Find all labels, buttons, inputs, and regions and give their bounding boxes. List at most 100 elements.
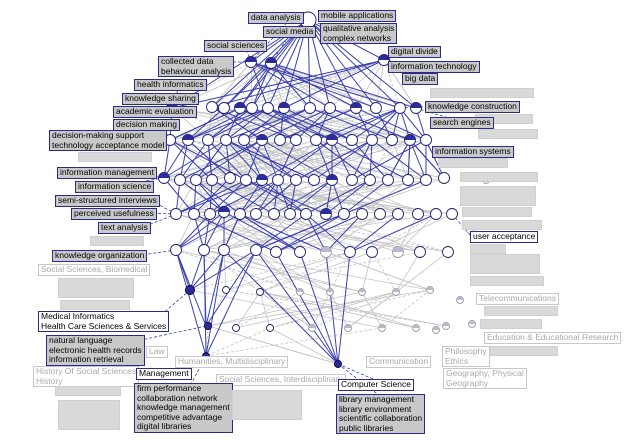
node-circle (250, 208, 262, 220)
gray-edge (381, 289, 431, 329)
node-fill-top (308, 324, 316, 328)
gray-edge (255, 213, 291, 251)
lattice-node (404, 134, 416, 146)
blue-edge (239, 213, 301, 253)
label-gray-21 (58, 400, 120, 430)
blue-edge (205, 249, 225, 357)
blue-edge (209, 179, 247, 215)
gray-edge (311, 291, 397, 329)
gray-edge (193, 213, 449, 253)
lattice-node (392, 288, 400, 296)
gray-edge (207, 289, 227, 327)
blue-edge (179, 179, 225, 213)
lattice-node (412, 324, 420, 332)
blue-edge (245, 179, 327, 215)
label-information-management: information management (57, 167, 158, 179)
blue-edge (349, 213, 437, 253)
lattice-node (366, 134, 378, 146)
label-gray-11 (470, 244, 506, 254)
gray-edge (203, 213, 275, 251)
blue-edge (331, 107, 401, 141)
gray-edge (169, 139, 231, 179)
gray-edge (273, 179, 315, 215)
gray-edge (175, 213, 195, 251)
node-circle (382, 174, 394, 186)
node-circle (232, 324, 240, 332)
gray-edge (229, 139, 333, 179)
lattice-node (378, 54, 390, 66)
gray-edge (251, 59, 385, 109)
lattice-node (382, 174, 394, 186)
gray-edge (315, 107, 377, 141)
gray-edge (207, 325, 339, 365)
blue-edge (261, 179, 307, 215)
blue-edge (250, 61, 377, 109)
gray-edge (175, 249, 363, 293)
blue-edge (407, 139, 411, 181)
node-circle (274, 134, 286, 146)
blue-edge (331, 139, 353, 181)
blue-edge (195, 179, 241, 215)
node-circle (266, 324, 274, 332)
label-knowledge-sharing: knowledge sharing (122, 93, 199, 105)
gray-edge (259, 291, 417, 329)
label-gray-7 (460, 186, 536, 206)
gray-edge (259, 251, 351, 293)
blue-edge (195, 139, 263, 181)
lattice-node (338, 208, 350, 220)
label-mobile-applications: mobile applications (318, 10, 397, 22)
gray-edge (187, 107, 241, 141)
gray-edge (243, 139, 333, 181)
blue-edge (175, 211, 225, 251)
gray-edge (205, 327, 271, 357)
lattice-node (206, 101, 218, 113)
label-gray-14 (58, 278, 134, 298)
blue-edge (250, 61, 401, 109)
blue-edge (193, 177, 231, 215)
lattice-node (220, 134, 232, 146)
node-fill (204, 322, 212, 330)
node-fill-top (456, 296, 464, 300)
node-circle (234, 208, 246, 220)
blue-edge (189, 249, 205, 291)
lattice-node (206, 174, 218, 186)
label-law: Law (146, 346, 168, 358)
node-circle (290, 174, 302, 186)
lattice-node (158, 172, 170, 184)
blue-edge (325, 213, 363, 253)
gray-edge (189, 289, 383, 329)
blue-edge (175, 213, 241, 251)
node-circle (170, 208, 182, 220)
node-circle (338, 208, 350, 220)
node-fill-top (392, 246, 404, 252)
node-circle (190, 174, 202, 186)
lattice-node (386, 134, 398, 146)
blue-edge (371, 139, 427, 181)
label-gray-17 (480, 319, 542, 329)
gray-edge (259, 291, 271, 329)
lattice-node (224, 172, 236, 184)
lattice-node (274, 134, 286, 146)
lattice-node (358, 288, 366, 296)
blue-edge (343, 179, 389, 215)
label-telecommunications: Telecommunications (476, 293, 560, 305)
label-information-systems: information systems (432, 146, 514, 158)
gray-edge (169, 139, 263, 181)
lattice-node (346, 174, 358, 186)
blue-edge (351, 139, 427, 181)
gray-edge (245, 179, 275, 215)
blue-edge (351, 107, 401, 141)
lattice-node (430, 208, 442, 220)
node-fill-top (326, 174, 338, 180)
blue-edge (193, 213, 205, 251)
gray-edge (355, 59, 385, 109)
node-fill-top (350, 102, 362, 108)
blue-edge (203, 211, 225, 251)
gray-edge (259, 291, 447, 327)
gray-edge (207, 139, 427, 181)
node-fill-top (412, 324, 420, 328)
lattice-node (198, 244, 210, 256)
gray-edge (267, 107, 411, 141)
label-perceived-usefulness: perceived usefulness (71, 208, 157, 220)
